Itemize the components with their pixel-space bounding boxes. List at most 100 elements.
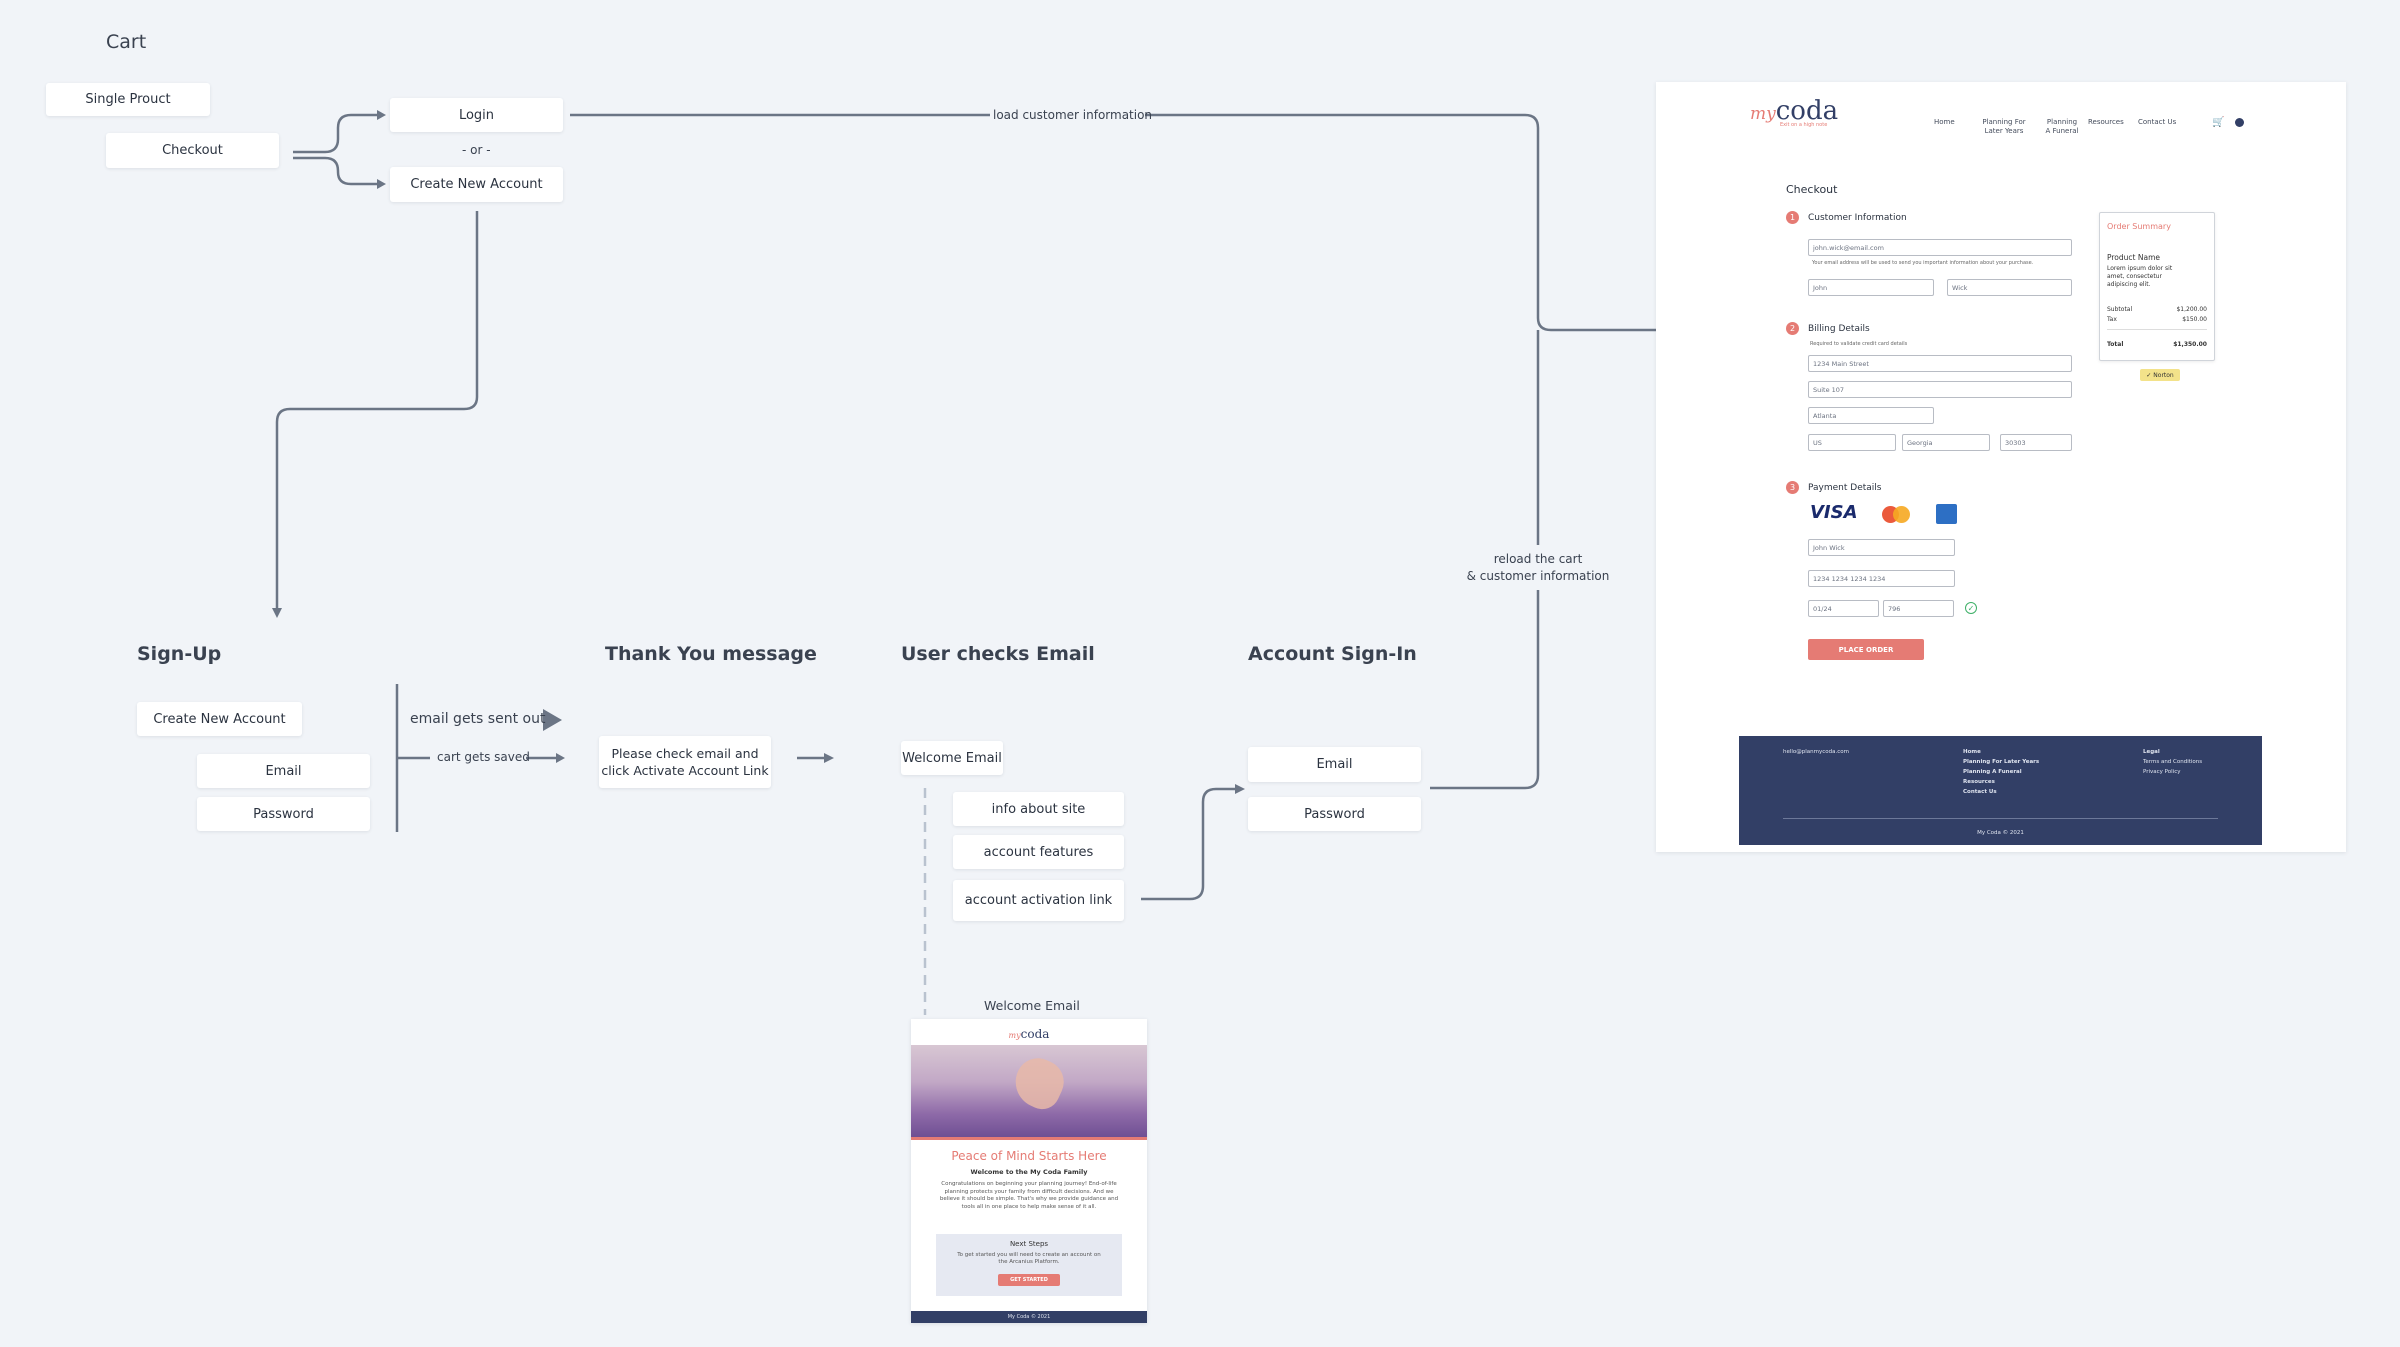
arrow-signin xyxy=(1235,784,1245,794)
welcome-email-caption: Welcome Email xyxy=(984,998,1080,1013)
account-icon[interactable] xyxy=(2235,118,2244,127)
zip-field[interactable]: 30303 xyxy=(2000,434,2072,451)
email-get-started-button[interactable]: GET STARTED xyxy=(998,1274,1060,1286)
footer-links: Home Planning For Later Years Planning A… xyxy=(1963,747,2039,797)
footer-link-funeral[interactable]: Planning A Funeral xyxy=(1963,769,2022,775)
signin-heading: Account Sign-In xyxy=(1248,643,1417,665)
norton-check-icon: ✓ xyxy=(2146,371,2152,379)
card-name-field[interactable]: John Wick xyxy=(1808,539,1955,556)
create-account-box[interactable]: Create New Account xyxy=(390,167,563,202)
nav-funeral[interactable]: Planning A Funeral xyxy=(2045,118,2079,135)
card-number-field[interactable]: 1234 1234 1234 1234 xyxy=(1808,570,1955,587)
last-name-field[interactable]: Wick xyxy=(1947,279,2072,296)
reload-label: reload the cart & customer information xyxy=(1460,551,1616,585)
activation-link-box[interactable]: account activation link xyxy=(953,880,1124,921)
checkout-page-mock: mycoda Exit on a high note Home Planning… xyxy=(1656,82,2346,852)
norton-badge: ✓Norton xyxy=(2140,369,2180,381)
mycoda-logo: mycoda Exit on a high note xyxy=(1750,96,1838,128)
logo-my: my xyxy=(1750,104,1776,124)
arrow-login xyxy=(377,110,386,120)
visa-icon: VISA xyxy=(1810,502,1858,523)
email-footer-text: My Coda © 2021 xyxy=(1007,1314,1051,1320)
account-features-box: account features xyxy=(953,835,1124,869)
welcome-email-box[interactable]: Welcome Email xyxy=(901,741,1003,775)
or-label: - or - xyxy=(462,143,491,157)
footer-copyright: My Coda © 2021 xyxy=(1977,830,2024,836)
signup-heading: Sign-Up xyxy=(137,643,222,665)
arrow-signup xyxy=(272,608,282,618)
payment-heading: Payment Details xyxy=(1808,483,1882,493)
total-label: Total xyxy=(2107,341,2124,348)
address1-field[interactable]: 1234 Main Street xyxy=(1808,355,2072,372)
user-checks-email-heading: User checks Email xyxy=(901,643,1095,665)
tax-value: $150.00 xyxy=(2182,316,2207,323)
footer-privacy[interactable]: Privacy Policy xyxy=(2143,769,2181,775)
footer-link-contact[interactable]: Contact Us xyxy=(1963,789,1997,795)
order-summary-title: Order Summary xyxy=(2107,222,2171,231)
customer-info-heading: Customer Information xyxy=(1808,213,1907,223)
cart-saved-label: cart gets saved xyxy=(437,750,530,764)
city-field[interactable]: Atlanta xyxy=(1808,407,1934,424)
step-2-badge: 2 xyxy=(1786,322,1799,335)
tax-label: Tax xyxy=(2107,316,2117,323)
single-product-box[interactable]: Single Prouct xyxy=(46,83,210,116)
state-field[interactable]: Georgia xyxy=(1902,434,1990,451)
signup-password-box[interactable]: Password xyxy=(197,797,370,831)
first-name-field[interactable]: John xyxy=(1808,279,1934,296)
reload-line1: reload the cart xyxy=(1493,552,1583,566)
email-sent-label: email gets sent out xyxy=(410,711,546,727)
cart-icon[interactable]: 🛒 xyxy=(2212,117,2225,128)
card-cvc-field[interactable]: 796 xyxy=(1883,600,1954,617)
checkout-box[interactable]: Checkout xyxy=(106,133,279,168)
connector-load-customer xyxy=(1145,113,1767,332)
signup-email-box[interactable]: Email xyxy=(197,754,370,788)
info-about-site-box: info about site xyxy=(953,792,1124,826)
nav-home[interactable]: Home xyxy=(1934,118,1955,126)
footer-link-home[interactable]: Home xyxy=(1963,749,1981,755)
step-1-badge: 1 xyxy=(1786,211,1799,224)
logo-tagline: Exit on a high note xyxy=(1780,122,1828,128)
card-exp-field[interactable]: 01/24 xyxy=(1808,600,1879,617)
signup-create-account-box[interactable]: Create New Account xyxy=(137,702,302,736)
subtotal-value: $1,200.00 xyxy=(2176,306,2207,313)
checkout-title: Checkout xyxy=(1786,183,1838,196)
email-logo-my: my xyxy=(1008,1031,1021,1040)
footer-terms[interactable]: Terms and Conditions xyxy=(2143,759,2203,765)
product-desc: Lorem ipsum dolor sit amet, consectetur … xyxy=(2107,265,2173,288)
amex-icon xyxy=(1936,504,1957,524)
nav-resources[interactable]: Resources xyxy=(2088,118,2124,126)
reload-line2: & customer information xyxy=(1466,569,1610,583)
signin-password-box[interactable]: Password xyxy=(1248,797,1421,831)
connector-create-signup xyxy=(275,211,479,610)
address2-field[interactable]: Suite 107 xyxy=(1808,381,2072,398)
billing-heading: Billing Details xyxy=(1808,324,1870,334)
nav-later-years[interactable]: Planning For Later Years xyxy=(1982,118,2026,135)
login-box[interactable]: Login xyxy=(390,98,563,132)
mastercard-icon xyxy=(1882,506,1910,523)
email-logo-coda: coda xyxy=(1020,1027,1050,1041)
footer-email: hello@planmycoda.com xyxy=(1783,749,1850,755)
place-order-button[interactable]: PLACE ORDER xyxy=(1808,639,1924,660)
cart-heading: Cart xyxy=(106,31,147,53)
country-field[interactable]: US xyxy=(1808,434,1896,451)
connector-checkout-login xyxy=(293,113,380,154)
email-body: Congratulations on beginning your planni… xyxy=(939,1181,1119,1210)
step-3-badge: 3 xyxy=(1786,481,1799,494)
subtotal-label: Subtotal xyxy=(2107,306,2133,313)
footer-link-resources[interactable]: Resources xyxy=(1963,779,1995,785)
connector-activation-signin xyxy=(1141,787,1237,901)
summary-divider xyxy=(2107,329,2207,330)
arrow-create xyxy=(377,179,386,189)
email-logo: mycoda xyxy=(911,1023,1147,1042)
mastercard-yellow-circle xyxy=(1893,506,1910,523)
email-next-steps-panel: Next Steps To get started you will need … xyxy=(936,1234,1122,1296)
checkout-email-field[interactable]: john.wick@email.com xyxy=(1808,239,2072,256)
checkout-footer: hello@planmycoda.com Home Planning For L… xyxy=(1739,736,2262,845)
product-name: Product Name xyxy=(2107,253,2160,262)
nav-contact[interactable]: Contact Us xyxy=(2138,118,2177,126)
footer-link-later-years[interactable]: Planning For Later Years xyxy=(1963,759,2040,765)
connector-signin-reload xyxy=(1430,590,1540,790)
signin-email-box[interactable]: Email xyxy=(1248,747,1421,782)
arrow-welcome xyxy=(824,753,834,763)
